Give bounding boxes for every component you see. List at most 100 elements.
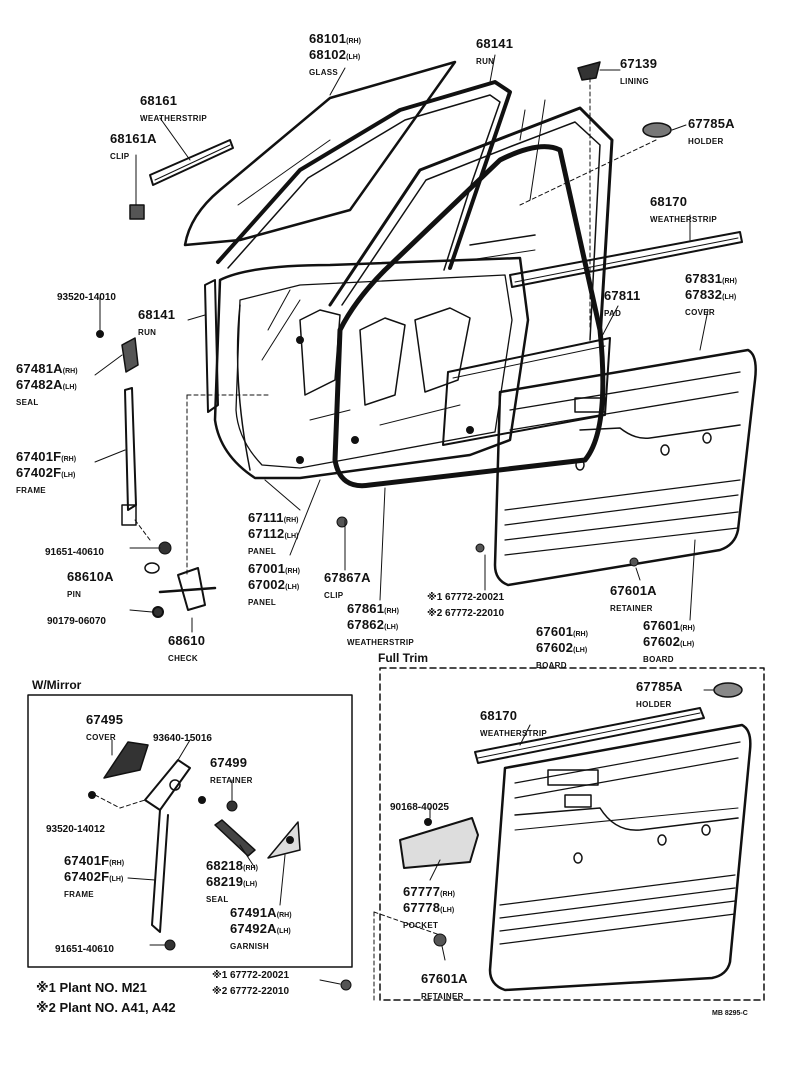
weatherstrip-inner-part-number: 68170	[650, 194, 688, 209]
frame-part-number-rh: 67401F	[16, 449, 62, 464]
panel-edge	[238, 305, 250, 470]
mirror-seal-rh-suffix: (RH)	[243, 865, 258, 872]
door-weatherstrip-part-number-rh: 67861	[347, 601, 385, 616]
pin-name: PIN	[67, 590, 82, 599]
mirror-retainer-name: RETAINER	[210, 776, 253, 785]
cover-lh-suffix: (LH)	[722, 294, 737, 301]
full-trim-frame	[380, 668, 764, 1000]
bolt-part-number: 93520-14010	[57, 292, 116, 303]
panel-lh-suffix: (LH)	[284, 533, 299, 540]
pocket-part-number-rh: 67777	[403, 884, 441, 899]
frame-lh-suffix: (LH)	[61, 472, 76, 479]
door-panel-frame	[330, 100, 612, 340]
board-name: BOARD	[643, 655, 674, 664]
clip-lower-name: CLIP	[324, 591, 344, 600]
mirror-seal-part	[215, 820, 255, 856]
pad-part-number: 67811	[604, 288, 641, 303]
weatherstrip-name: WEATHERSTRIP	[140, 114, 208, 123]
mirror-screw2-part-number: 93520-14012	[46, 824, 105, 835]
run-lower-part-number: 68141	[138, 307, 176, 322]
run-lower-name: RUN	[138, 328, 157, 337]
glass-part-number-rh: 68101	[309, 31, 347, 46]
full-trim-retainer-part-number: 67601A	[421, 971, 468, 986]
check-name: CHECK	[168, 654, 198, 663]
full-trim-retainer	[434, 934, 446, 946]
board-rh-suffix: (RH)	[680, 625, 695, 632]
plant-note-1: ※1 Plant NO. M21	[36, 980, 147, 995]
seal-part	[122, 338, 138, 372]
retainer-part-number: 67601A	[610, 583, 657, 598]
glass-name: GLASS	[309, 68, 339, 77]
mirror-garnish-part	[268, 822, 300, 858]
door-outer-panel	[215, 258, 528, 478]
board-part-number-lh: 67602	[643, 634, 681, 649]
mirror-frame-lh-suffix: (LH)	[109, 876, 124, 883]
cover-part-number-lh: 67832	[685, 287, 723, 302]
clip-name: CLIP	[110, 152, 130, 161]
mirror-garnish-part-number-rh: 67491A	[230, 905, 277, 920]
board2-name: BOARD	[536, 661, 567, 670]
pocket-part	[400, 818, 478, 868]
bolt-check-part-number: 90179-06070	[47, 616, 106, 627]
lining-name: LINING	[620, 77, 649, 86]
retainer-name: RETAINER	[610, 604, 653, 613]
door-weatherstrip-lh-suffix: (LH)	[384, 624, 399, 631]
outer-panel-name: PANEL	[248, 598, 277, 607]
full-trim-heading: Full Trim	[378, 651, 429, 665]
screw-part	[159, 542, 171, 554]
outer-panel-part-number-lh: 67002	[248, 577, 286, 592]
full-trim-weatherstrip-part-number: 68170	[480, 708, 518, 723]
holder-name: HOLDER	[688, 137, 724, 146]
glass-run-lower	[205, 280, 218, 412]
glass-rh-suffix: (RH)	[346, 38, 361, 45]
door-check	[153, 568, 215, 617]
weatherstrip-inner-name: WEATHERSTRIP	[650, 215, 718, 224]
full-trim-board	[490, 725, 750, 990]
door-glass	[185, 62, 455, 245]
holder-part-number: 67785A	[688, 116, 735, 131]
board-part-number-rh: 67601	[643, 618, 681, 633]
door-weatherstrip-part-number-lh: 67862	[347, 617, 385, 632]
pocket-name: POCKET	[403, 921, 439, 930]
lining-part-number: 67139	[620, 56, 658, 71]
mirror-frame-part	[145, 760, 190, 932]
glass-run-upper	[218, 82, 510, 270]
mirror-seal-part-number-lh: 68219	[206, 874, 244, 889]
full-trim-holder	[714, 683, 742, 697]
board-lh-suffix: (LH)	[680, 641, 695, 648]
mirror-cover-part	[104, 742, 148, 778]
seal-part-number-rh: 67481A	[16, 361, 63, 376]
check-part-number: 68610	[168, 633, 206, 648]
screw-part-number: 91651-40610	[45, 547, 104, 558]
board2-part-number-lh: 67602	[536, 640, 574, 655]
full-trim-screw-part-number: 90168-40025	[390, 802, 449, 813]
mirror-frame-part-number-lh: 67402F	[64, 869, 110, 884]
panel-rh-suffix: (RH)	[283, 517, 299, 524]
run-part-number: 68141	[476, 36, 514, 51]
full-trim-holder-name: HOLDER	[636, 700, 672, 709]
full-trim-weatherstrip	[475, 708, 704, 763]
panel-name: PANEL	[248, 547, 277, 556]
outer-panel-part-number-rh: 67001	[248, 561, 286, 576]
mirror-box-frame	[28, 695, 352, 967]
seal-rh-suffix: (RH)	[62, 368, 78, 375]
door-weatherstrip-rh-suffix: (RH)	[384, 608, 399, 615]
board2-part-number-rh: 67601	[536, 624, 574, 639]
frame-name: FRAME	[16, 486, 46, 495]
frame-rh-suffix: (RH)	[61, 456, 77, 463]
weatherstrip-part-number: 68161	[140, 93, 178, 108]
pad-part	[443, 338, 610, 445]
mirror-frame-rh-suffix: (RH)	[109, 860, 125, 867]
frame-part	[125, 388, 136, 510]
door-weatherstrip	[335, 147, 603, 486]
mirror-frame-name: FRAME	[64, 890, 94, 899]
glass-lh-suffix: (LH)	[346, 54, 361, 61]
note1-part-number: ※1 67772-20021	[427, 592, 505, 603]
full-trim-retainer-name: RETAINER	[421, 992, 464, 1001]
mirror-cover-part-number: 67495	[86, 712, 124, 727]
mirror-heading: W/Mirror	[32, 678, 82, 692]
full-trim-weatherstrip-name: WEATHERSTRIP	[480, 729, 548, 738]
cover-name: COVER	[685, 308, 715, 317]
